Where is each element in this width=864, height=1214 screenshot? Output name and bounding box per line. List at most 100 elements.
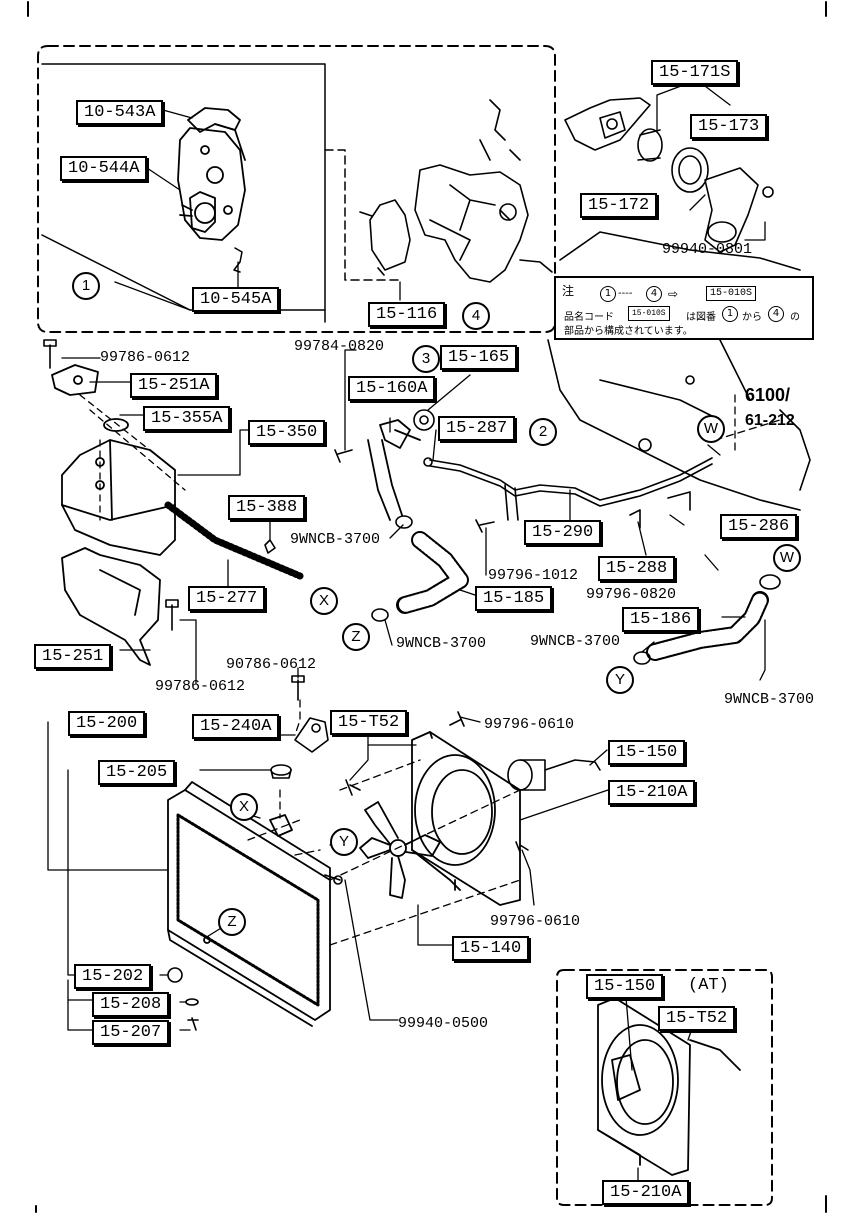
fastener-9wncb-3700-a: 9WNCB-3700 — [290, 531, 381, 548]
fastener-9wncb-3700-b: 9WNCB-3700 — [396, 635, 487, 652]
part-label-15-202: 15-202 — [74, 964, 152, 989]
note-line2-from: 1 — [722, 306, 738, 322]
timing-cover — [177, 127, 246, 241]
note-line2-code: 15-010S — [628, 306, 670, 321]
fan-motor — [507, 759, 601, 791]
part-label-15-116: 15-116 — [368, 302, 446, 327]
part-label-15-240a: 15-240A — [192, 714, 280, 739]
pump-gasket — [233, 247, 243, 273]
part-label-15-173: 15-173 — [690, 114, 768, 139]
callout-1: 1 — [72, 272, 100, 300]
callout-x-hose: X — [310, 587, 338, 615]
callout-w-top: W — [697, 415, 725, 443]
note-line2-b: は図番 — [686, 312, 716, 323]
part-label-15-286: 15-286 — [720, 514, 798, 539]
water-pump-assembly-frame — [37, 45, 556, 333]
fastener-99796-1012: 99796-1012 — [488, 567, 579, 584]
page-ref-61-212[interactable]: 61-212 — [745, 412, 795, 429]
part-label-15-388: 15-388 — [228, 495, 306, 520]
callout-2: 2 — [529, 418, 557, 446]
part-label-15-200: 15-200 — [68, 711, 146, 736]
fastener-99786-0612-bottom: 99786-0612 — [155, 678, 246, 695]
callout-4: 4 — [462, 302, 490, 330]
engine-block-top — [359, 99, 553, 283]
water-pump-subassembly-frame — [41, 63, 326, 323]
thermostat-cover — [704, 167, 774, 253]
part-label-15-290: 15-290 — [524, 520, 602, 545]
at-fan-shroud — [597, 997, 741, 1176]
callout-y-radiator: Y — [330, 828, 358, 856]
water-pump — [179, 191, 216, 233]
corner-marks — [27, 1, 827, 1213]
timing-cover-gasket — [187, 107, 246, 161]
part-label-15-150: 15-150 — [608, 740, 686, 765]
part-label-15-165: 15-165 — [440, 345, 518, 370]
part-label-15-171s: 15-171S — [651, 60, 739, 85]
fastener-99796-0610-bottom: 99796-0610 — [490, 913, 581, 930]
inset-label-15-210a: 15-210A — [602, 1180, 690, 1205]
part-label-15-287: 15-287 — [438, 416, 516, 441]
transmission-sketch — [547, 231, 811, 511]
thermostat-gasket — [671, 147, 709, 193]
note-line2-d: の — [790, 312, 800, 323]
reservoir-bracket — [61, 547, 161, 666]
part-label-15-172: 15-172 — [580, 193, 658, 218]
part-label-15-251: 15-251 — [34, 644, 112, 669]
callout-z-radiator: Z — [218, 908, 246, 936]
radiator — [167, 781, 331, 1027]
part-label-15-277: 15-277 — [188, 586, 266, 611]
water-outlet-pipe — [367, 419, 421, 521]
part-label-15-210a: 15-210A — [608, 780, 696, 805]
at-inset-frame — [556, 969, 773, 1206]
part-label-15-207: 15-207 — [92, 1020, 170, 1045]
fastener-99796-0820: 99796-0820 — [586, 586, 677, 603]
note-code: 15-010S — [706, 286, 757, 301]
note-line2-c: から — [742, 312, 762, 323]
page-ref-6100[interactable]: 6100/ — [745, 385, 791, 405]
fastener-99784-0820: 99784-0820 — [294, 338, 385, 355]
part-label-15-186: 15-186 — [622, 607, 700, 632]
part-label-15-251a: 15-251A — [130, 373, 218, 398]
thermostat — [637, 128, 663, 162]
part-label-10-543a: 10-543A — [76, 100, 164, 125]
gasket-15-165 — [413, 409, 435, 431]
fastener-99796-0610-top: 99796-0610 — [484, 716, 575, 733]
callout-w-mid: W — [773, 544, 801, 572]
note-arrow: ⇨ — [668, 287, 679, 301]
callout-3: 3 — [412, 345, 440, 373]
note-line2-a: 品名コード — [564, 312, 614, 323]
composition-note: 注 1 ---- 4 ⇨ 15-010S 品名コード 15-010S は図番 1… — [554, 276, 814, 340]
inset-label-15-150: 15-150 — [586, 974, 664, 999]
thermostat-area-engine — [564, 97, 651, 151]
fan-bracket — [294, 717, 329, 753]
note-head: 注 — [562, 284, 575, 298]
part-label-15-288: 15-288 — [598, 556, 676, 581]
radiator-drain — [167, 967, 199, 1031]
bolts — [43, 339, 495, 701]
fan-shroud — [411, 731, 521, 906]
note-to-circle: 4 — [646, 286, 662, 302]
callout-y-hose: Y — [606, 666, 634, 694]
reservoir-bracket-top — [51, 364, 99, 396]
fastener-9wncb-3700-d: 9WNCB-3700 — [724, 691, 815, 708]
note-line3: 部品から構成されています。 — [564, 326, 693, 337]
part-label-15-350: 15-350 — [248, 420, 326, 445]
part-label-15-355a: 15-355A — [143, 406, 231, 431]
at-label: (AT) — [688, 976, 729, 995]
fastener-99786-0612-top: 99786-0612 — [100, 349, 191, 366]
fastener-99940-0801: 99940-0801 — [662, 241, 753, 258]
guide-lines — [247, 389, 781, 946]
note-dots: ---- — [618, 288, 633, 299]
callout-z-hose: Z — [342, 623, 370, 651]
fastener-9wncb-3700-c: 9WNCB-3700 — [530, 633, 621, 650]
part-label-10-544a: 10-544A — [60, 156, 148, 181]
inset-label-15-t52: 15-T52 — [658, 1006, 736, 1031]
coolant-reservoir — [61, 418, 176, 556]
fan-blade — [359, 801, 441, 899]
part-label-15-140: 15-140 — [452, 936, 530, 961]
radiator-cap — [270, 764, 292, 779]
part-label-15-205: 15-205 — [98, 760, 176, 785]
part-label-10-545a: 10-545A — [192, 287, 280, 312]
part-label-15-208: 15-208 — [92, 992, 170, 1017]
